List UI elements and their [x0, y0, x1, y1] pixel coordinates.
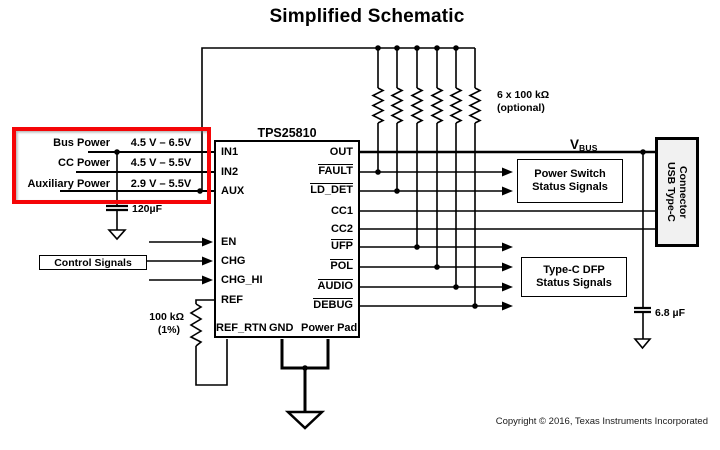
status-wires: [360, 171, 655, 307]
control-wires: [147, 241, 204, 281]
capacitor-icon: [634, 306, 651, 314]
pin-cc1: CC1: [330, 205, 353, 217]
pin-audio: AUDIO: [317, 279, 353, 292]
pin-fault: FAULT: [318, 164, 353, 177]
ref-resistor-loop: [189, 299, 228, 386]
dfp-status-box: Type-C DFP Status Signals: [521, 257, 627, 297]
bus-power-label: Bus Power: [53, 137, 110, 149]
resistor-icon: [410, 87, 424, 124]
cc-power-range: 4.5 V – 5.5V: [130, 157, 192, 169]
pin-debug: DEBUG: [313, 298, 353, 311]
cc-power-label: CC Power: [58, 157, 110, 169]
ground-icon: [633, 338, 652, 350]
pin-ref-rtn: REF_RTN: [216, 322, 267, 334]
pin-ld-det: LD_DET: [310, 183, 353, 196]
resistor-icon: [189, 303, 203, 347]
arrowhead-icon: [502, 301, 513, 311]
vbus-net-label: VBUS: [570, 137, 598, 153]
arrowhead-icon: [202, 275, 213, 285]
arrowheads: [202, 167, 513, 311]
pin-in2: IN2: [221, 166, 239, 178]
usb-type-c-connector: USB Type-C Connector: [655, 137, 699, 247]
pin-aux: AUX: [221, 185, 245, 197]
control-signals-box: Control Signals: [39, 255, 147, 270]
arrowhead-icon: [502, 186, 513, 196]
arrowhead-icon: [202, 237, 213, 247]
resistor-icon: [371, 87, 385, 124]
vbus-cap-value: 6.8 µF: [655, 307, 685, 319]
bus-power-range: 4.5 V – 6.5V: [130, 137, 192, 149]
pullup-note: (optional): [497, 102, 545, 114]
copyright-notice: Copyright © 2016, Texas Instruments Inco…: [495, 416, 708, 427]
ic-part-number: TPS25810: [257, 126, 317, 140]
ground-icon: [107, 229, 127, 241]
pin-in1: IN1: [221, 146, 239, 158]
arrowhead-icon: [502, 242, 513, 252]
pullup-value: 6 x 100 kΩ: [497, 89, 550, 101]
ref-resistor-tolerance: (1%): [157, 324, 180, 336]
ref-resistor-value: 100 kΩ: [149, 311, 184, 323]
power-input-wires: [60, 151, 214, 192]
resistor-icon: [449, 87, 463, 124]
pin-out: OUT: [329, 146, 353, 158]
arrowhead-icon: [202, 256, 213, 266]
pin-power-pad: Power Pad: [301, 322, 358, 334]
resistor-icon: [430, 87, 444, 124]
pin-chg-hi: CHG_HI: [221, 274, 263, 286]
pullup-rail-wire: [201, 47, 475, 191]
pin-en: EN: [221, 236, 237, 248]
power-switch-status-box: Power Switch Status Signals: [517, 159, 623, 203]
pin-gnd: GND: [269, 322, 294, 334]
arrowhead-icon: [502, 262, 513, 272]
connector-label: USB Type-C Connector: [665, 162, 689, 222]
pin-ref: REF: [221, 294, 243, 306]
ground-net: [280, 339, 330, 412]
capacitor-icon: [106, 204, 128, 212]
ground-icon: [284, 410, 326, 430]
resistor-icon: [468, 87, 482, 124]
junction-dots: [114, 45, 646, 371]
pullup-resistors: [371, 48, 482, 306]
arrowhead-icon: [502, 167, 513, 177]
pin-chg: CHG: [221, 255, 246, 267]
pin-pol: POL: [330, 259, 353, 272]
page-title: Simplified Schematic: [269, 6, 465, 27]
aux-power-label: Auxiliary Power: [27, 178, 110, 190]
pin-ufp: UFP: [331, 239, 353, 252]
resistor-icon: [390, 87, 404, 124]
bulk-cap-value: 120µF: [132, 203, 162, 215]
pin-cc2: CC2: [330, 223, 353, 235]
aux-power-range: 2.9 V – 5.5V: [130, 178, 192, 190]
arrowhead-icon: [502, 282, 513, 292]
